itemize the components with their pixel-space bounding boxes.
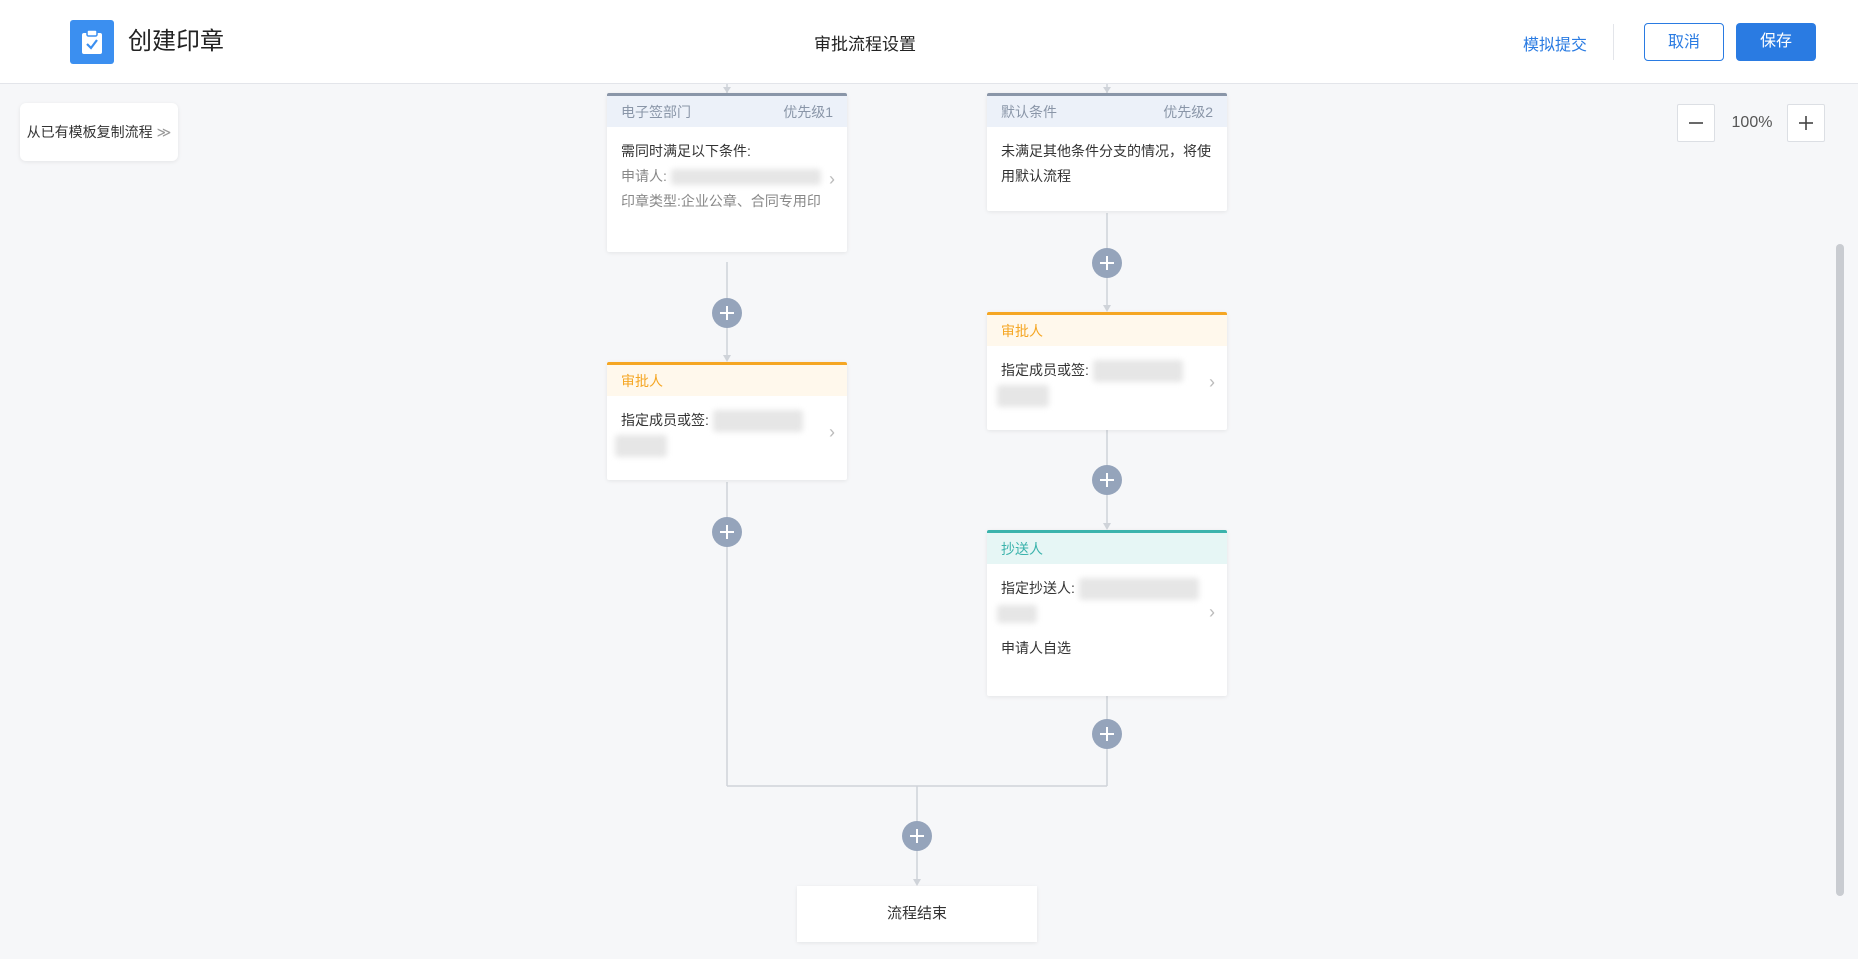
minus-icon bbox=[1689, 122, 1703, 124]
approver-card-body: 指定成员或签: › bbox=[607, 396, 847, 480]
condition-card-body: 未满足其他条件分支的情况，将使用默认流程 bbox=[987, 127, 1227, 211]
copy-from-template-button[interactable]: 从已有模板复制流程 ≫ bbox=[20, 103, 178, 161]
page-title: 审批流程设置 bbox=[814, 35, 916, 54]
chevron-right-icon: › bbox=[829, 169, 835, 189]
zoom-in-button[interactable] bbox=[1787, 104, 1825, 142]
approver-card-branch-1[interactable]: 审批人 指定成员或签: › bbox=[607, 362, 847, 480]
priority-label: 优先级2 bbox=[1163, 103, 1213, 120]
applicant-row: 申请人: bbox=[621, 164, 833, 189]
save-button[interactable]: 保存 bbox=[1736, 23, 1816, 61]
chevron-right-icon: › bbox=[1209, 372, 1215, 392]
double-chevron-right-icon: ≫ bbox=[156, 123, 172, 140]
seal-type-row: 印章类型:企业公章、合同专用印 bbox=[621, 189, 833, 214]
default-condition-text: 未满足其他条件分支的情况，将使用默认流程 bbox=[1001, 143, 1211, 184]
approver-card-header: 审批人 bbox=[987, 312, 1227, 346]
plus-icon bbox=[720, 306, 734, 320]
add-node-button[interactable] bbox=[1092, 248, 1122, 278]
approver-row-extra bbox=[615, 433, 833, 458]
redacted-approver-extra bbox=[997, 385, 1049, 408]
approver-member-label: 指定成员或签: bbox=[1001, 362, 1089, 378]
condition-card-header: 默认条件 优先级2 bbox=[987, 93, 1227, 127]
top-header: 创建印章 审批流程设置 模拟提交 取消 保存 bbox=[0, 0, 1858, 84]
cc-card-branch-2[interactable]: 抄送人 指定抄送人: 申请人自选 › bbox=[987, 530, 1227, 696]
clipboard-check-icon bbox=[70, 20, 114, 64]
applicant-label: 申请人: bbox=[621, 168, 667, 184]
plus-icon bbox=[1799, 116, 1813, 130]
redacted-applicant bbox=[670, 169, 821, 186]
approver-card-branch-2[interactable]: 审批人 指定成员或签: › bbox=[987, 312, 1227, 430]
vertical-scrollbar[interactable] bbox=[1836, 244, 1844, 896]
condition-card-branch-1[interactable]: 电子签部门 优先级1 需同时满足以下条件: 申请人: 印章类型:企业公章、合同专… bbox=[607, 93, 847, 252]
approver-row: 指定成员或签: bbox=[621, 408, 833, 433]
approver-row: 指定成员或签: bbox=[1001, 358, 1213, 383]
condition-card-header: 电子签部门 优先级1 bbox=[607, 93, 847, 127]
redacted-approver bbox=[1092, 360, 1183, 383]
cc-row: 指定抄送人: bbox=[1001, 576, 1213, 601]
approver-member-label: 指定成员或签: bbox=[621, 412, 709, 428]
cancel-button[interactable]: 取消 bbox=[1644, 23, 1724, 61]
plus-icon bbox=[1100, 256, 1114, 270]
condition-card-body: 需同时满足以下条件: 申请人: 印章类型:企业公章、合同专用印 › bbox=[607, 127, 847, 252]
plus-icon bbox=[910, 829, 924, 843]
plus-icon bbox=[1100, 727, 1114, 741]
condition-title: 默认条件 bbox=[1001, 103, 1057, 120]
cc-member-label: 指定抄送人: bbox=[1001, 580, 1075, 596]
chevron-right-icon: › bbox=[829, 422, 835, 442]
seal-type-value: 企业公章、合同专用印 bbox=[680, 193, 821, 209]
approver-card-body: 指定成员或签: › bbox=[987, 346, 1227, 430]
priority-label: 优先级1 bbox=[783, 103, 833, 120]
approver-row-extra bbox=[997, 383, 1213, 408]
condition-title: 电子签部门 bbox=[621, 103, 691, 120]
redacted-approver-extra bbox=[615, 435, 667, 458]
redacted-cc-extra bbox=[997, 605, 1037, 624]
redacted-cc bbox=[1078, 578, 1199, 601]
cc-card-body: 指定抄送人: 申请人自选 › bbox=[987, 564, 1227, 696]
chevron-right-icon: › bbox=[1209, 602, 1215, 622]
zoom-out-button[interactable] bbox=[1677, 104, 1715, 142]
add-node-button[interactable] bbox=[902, 821, 932, 851]
app-title: 创建印章 bbox=[128, 28, 224, 55]
add-node-button[interactable] bbox=[1092, 719, 1122, 749]
approver-card-header: 审批人 bbox=[607, 362, 847, 396]
flow-end-node: 流程结束 bbox=[797, 886, 1037, 942]
copy-from-template-label: 从已有模板复制流程 bbox=[26, 124, 153, 140]
add-node-button[interactable] bbox=[712, 298, 742, 328]
condition-intro: 需同时满足以下条件: bbox=[621, 143, 751, 159]
plus-icon bbox=[720, 525, 734, 539]
condition-card-branch-2[interactable]: 默认条件 优先级2 未满足其他条件分支的情况，将使用默认流程 bbox=[987, 93, 1227, 211]
header-divider bbox=[1613, 24, 1614, 60]
cc-card-header: 抄送人 bbox=[987, 530, 1227, 564]
seal-type-label: 印章类型: bbox=[621, 193, 681, 209]
add-node-button[interactable] bbox=[1092, 465, 1122, 495]
redacted-approver bbox=[712, 410, 803, 433]
cc-row-extra bbox=[997, 601, 1213, 626]
cc-applicant-select: 申请人自选 bbox=[1001, 640, 1071, 656]
add-node-button[interactable] bbox=[712, 517, 742, 547]
plus-icon bbox=[1100, 473, 1114, 487]
zoom-level: 100% bbox=[1731, 114, 1773, 131]
simulate-submit-link[interactable]: 模拟提交 bbox=[1523, 37, 1588, 54]
